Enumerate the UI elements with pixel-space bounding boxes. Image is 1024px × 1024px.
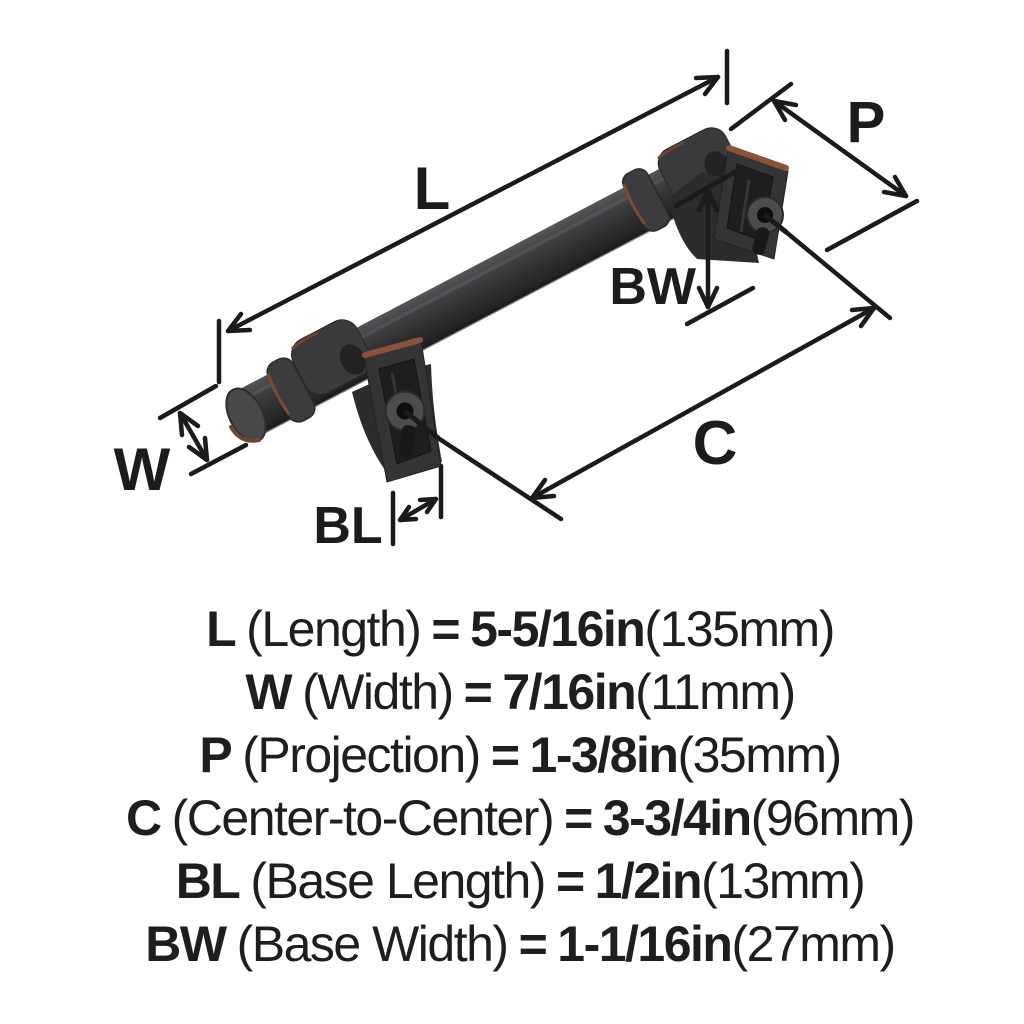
spec-value: 1-1/16in xyxy=(557,916,733,972)
dim-width: W xyxy=(114,383,249,503)
dim-label-center: C xyxy=(693,409,738,478)
spec-line-base-length: BL(Base Length)=1/2in(13mm) xyxy=(16,850,1024,913)
arrowhead xyxy=(177,410,201,438)
spec-abbr: C xyxy=(126,790,162,846)
spec-equals: = xyxy=(564,790,593,846)
dimension-annotations: L W P xyxy=(114,48,920,555)
spec-line-width: W(Width)=7/16in(11mm) xyxy=(16,661,1024,724)
arrowhead xyxy=(186,435,210,463)
spec-line-length: L(Length)=5-5/16in(135mm) xyxy=(16,598,1024,661)
leader-line-white xyxy=(403,409,441,441)
spec-metric: (27mm) xyxy=(731,916,896,972)
spec-value: 1/2in xyxy=(594,853,703,909)
dim-label-projection: P xyxy=(847,90,886,155)
spec-abbr: BL xyxy=(175,853,241,909)
dimension-line xyxy=(397,496,439,523)
dim-length: L xyxy=(216,48,730,385)
dim-base-width: BW xyxy=(609,169,756,327)
spec-line-base-width: BW(Base Width)=1-1/16in(27mm) xyxy=(16,913,1024,976)
end-cap-bronze-rim xyxy=(229,425,261,443)
collar-left xyxy=(266,357,316,423)
spec-abbr: W xyxy=(245,664,292,720)
arrowhead-white xyxy=(696,185,720,213)
spec-metric: (35mm) xyxy=(677,727,842,783)
spec-equals: = xyxy=(463,664,493,720)
spec-metric: (13mm) xyxy=(701,853,866,909)
pull-handle xyxy=(225,127,789,483)
extension-line xyxy=(684,285,756,327)
dim-center-to-center: C xyxy=(435,229,893,522)
spec-metric: (11mm) xyxy=(635,664,796,720)
dim-label-length: L xyxy=(414,155,451,222)
dim-label-base-length: BL xyxy=(313,497,382,555)
spec-value: 5-5/16in xyxy=(470,601,646,657)
spec-name: (Projection) xyxy=(242,727,481,783)
spec-name: (Base Width) xyxy=(236,916,509,972)
dimension-line xyxy=(177,410,210,463)
extension-tick xyxy=(188,442,249,477)
spec-abbr: L xyxy=(206,601,237,657)
saddle-left xyxy=(291,319,372,395)
spec-value: 1-3/8in xyxy=(529,727,679,783)
spec-metric: (96mm) xyxy=(750,790,916,846)
arrowhead xyxy=(529,477,557,501)
bar-shadow-edge xyxy=(255,198,705,438)
spec-name: (Base Length) xyxy=(250,853,546,909)
dim-projection: P xyxy=(728,81,920,253)
arrowhead xyxy=(849,305,877,329)
base-bronze-edge-left xyxy=(362,337,423,358)
base-bronze-edge-right xyxy=(726,145,789,171)
extension-line-white xyxy=(673,169,738,209)
spec-line-center-to-center: C(Center-to-Center)=3-3/4in(96mm) xyxy=(16,787,1024,850)
leader-line xyxy=(435,435,564,522)
arrowhead xyxy=(225,311,253,334)
spec-line-projection: P(Projection)=1-3/8in(35mm) xyxy=(16,724,1024,787)
arrowhead xyxy=(881,174,909,199)
extension-line xyxy=(728,81,794,132)
arrowhead xyxy=(696,285,720,310)
dim-label-width: W xyxy=(114,436,171,503)
spec-name: (Center-to-Center) xyxy=(171,790,555,846)
leader-line xyxy=(783,229,893,321)
screw-leader-lines xyxy=(403,213,789,441)
arrowhead xyxy=(417,496,439,515)
spec-name: (Width) xyxy=(302,664,454,720)
dim-base-length: BL xyxy=(313,463,444,555)
arrowhead xyxy=(397,504,419,523)
spec-list: L(Length)=5-5/16in(135mm) W(Width)=7/16i… xyxy=(16,598,1024,976)
spec-abbr: P xyxy=(199,727,232,783)
leader-line-white xyxy=(763,213,789,235)
spec-abbr: BW xyxy=(145,916,227,972)
extension-tick xyxy=(157,383,219,421)
spec-value: 7/16in xyxy=(502,664,636,720)
arrowhead xyxy=(693,74,721,97)
spec-value: 3-3/4in xyxy=(602,790,752,846)
dim-label-base-width: BW xyxy=(609,258,697,316)
spec-metric: (135mm) xyxy=(644,601,835,657)
spec-equals: = xyxy=(490,727,520,783)
spec-equals: = xyxy=(431,601,460,657)
spec-equals: = xyxy=(555,853,585,909)
extension-line xyxy=(824,198,920,253)
collar-right xyxy=(621,168,671,232)
dimension-line xyxy=(771,98,909,199)
dimension-line xyxy=(529,305,877,501)
arrowhead xyxy=(771,98,799,123)
spec-equals: = xyxy=(518,916,548,972)
spec-name: (Length) xyxy=(246,601,422,657)
dimension-line xyxy=(225,74,721,334)
